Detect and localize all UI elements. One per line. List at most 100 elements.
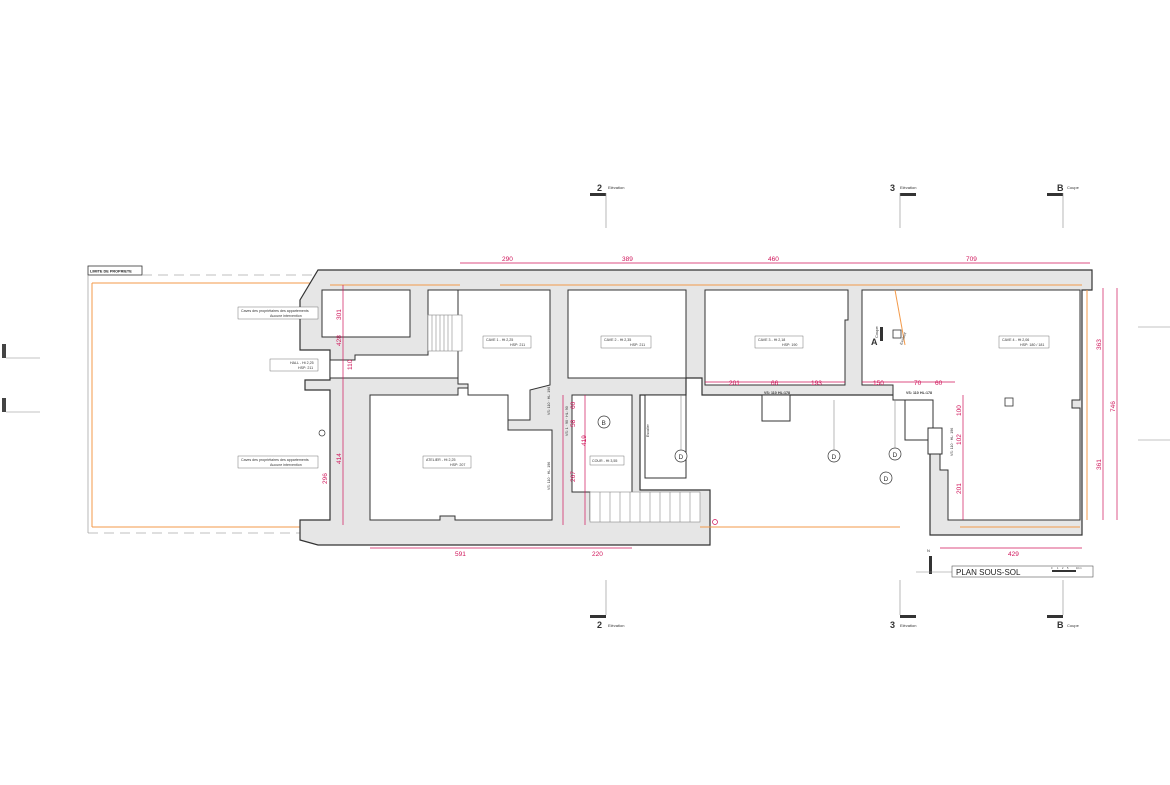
- dimension-lines: [342, 262, 1118, 549]
- hall-name: HALL - Ht 2,25: [290, 361, 314, 365]
- dim-301: 301: [336, 309, 343, 320]
- scale-2: 2: [1062, 567, 1064, 570]
- scale-5: 5: [1067, 567, 1069, 570]
- dim-220: 220: [592, 551, 603, 558]
- cave-2: [567, 289, 687, 379]
- dim-100: 100: [956, 405, 963, 416]
- atelier-name: ATELIER - Ht 2,25: [426, 458, 456, 462]
- note-top-line1: Caves des propriétaires des appartements: [241, 309, 309, 313]
- scale-0: 0: [1051, 567, 1053, 570]
- dim-110: 110: [347, 359, 354, 370]
- hall-hsp: HSP: 211: [298, 366, 313, 370]
- dim-363: 363: [1096, 339, 1103, 350]
- scale-bar: 0 1 2 5 10 m: [1051, 567, 1082, 572]
- marker-d4-label: D: [884, 476, 889, 483]
- dim-296: 296: [322, 473, 329, 484]
- marker-b: [597, 415, 611, 429]
- orange-guides: [330, 284, 1088, 528]
- niche-3: [927, 427, 943, 455]
- markers: B D D D D: [318, 395, 902, 525]
- section-b-bottom: B: [1057, 620, 1064, 630]
- section-a: A: [871, 337, 878, 347]
- marker-d1-label: D: [679, 454, 684, 461]
- cave2-hsp: HSP: 211: [630, 343, 645, 347]
- marker-b-label: B: [602, 420, 606, 427]
- dimension-texts: 290 389 460 709 591 220 429 428 301 110 …: [322, 256, 1117, 558]
- cave1-name: CAVE 1 - Ht 2,25: [486, 338, 513, 342]
- dim-201b: 201: [956, 483, 963, 494]
- atelier-hsp: HSP: 207: [450, 463, 465, 467]
- marker-d2-label: D: [832, 454, 837, 461]
- note-bottom-line2: Aucune intervention: [270, 463, 302, 467]
- section-marks: 2 Elévation 3 Elévation B Coupe 2 Elévat…: [590, 183, 1080, 630]
- dim-60b: 60: [570, 401, 577, 409]
- north-label: N: [927, 548, 930, 553]
- marker-d3-label: D: [893, 452, 898, 459]
- scale-10: 10 m: [1076, 567, 1082, 570]
- vs-hl-5: VS: 110 · HL: 196: [547, 387, 551, 415]
- vs-hl-6: VS: 110 · HL: 196: [547, 462, 551, 490]
- cave-left-top: [321, 289, 411, 338]
- note-top-line2: Aucune intervention: [270, 314, 302, 318]
- dim-429: 429: [1008, 551, 1019, 558]
- dim-66: 66: [771, 380, 779, 387]
- property-limit: LIMITE DE PROPRIETE: [87, 265, 318, 534]
- dim-150: 150: [873, 380, 884, 387]
- dim-414: 414: [336, 453, 343, 464]
- vs-hl-4: HL:178: [920, 391, 932, 395]
- small-annotations: VS: 110 HL:178 VS: 110 HL:178 VS: 110 · …: [547, 332, 954, 490]
- cave1-hsp: HSP: 211: [510, 343, 525, 347]
- section-2-top: 2: [597, 183, 602, 193]
- cave4-name: CAVE 4 - Ht 2,06: [1002, 338, 1029, 342]
- dim-193: 193: [811, 380, 822, 387]
- escalier-label: Escalier: [646, 423, 650, 437]
- existant-label: Existant: [899, 332, 907, 345]
- atelier: [369, 387, 553, 521]
- section-3-top-sub: Elévation: [900, 185, 916, 190]
- dim-201a: 201: [729, 380, 740, 387]
- section-2-bottom: 2: [597, 620, 602, 630]
- escalier-room: [644, 394, 687, 479]
- scale-1: 1: [1057, 567, 1059, 570]
- section-3-top: 3: [890, 183, 895, 193]
- plan-title: PLAN SOUS-SOL: [956, 568, 1021, 577]
- dim-102: 102: [956, 434, 963, 445]
- stairs: [427, 314, 701, 523]
- dim-709: 709: [966, 256, 977, 263]
- section-2-bottom-sub: Elévation: [608, 623, 624, 628]
- section-a-sub: Coupe: [874, 325, 879, 338]
- property-limit-label: LIMITE DE PROPRIETE: [90, 270, 132, 274]
- cave2-name: CAVE 2 - Ht 2,35: [604, 338, 631, 342]
- cour-name: COUR - Ht 3,55: [592, 459, 617, 463]
- niche-1: [761, 394, 791, 422]
- dim-361: 361: [1096, 459, 1103, 470]
- section-b-top-sub: Coupe: [1067, 185, 1080, 190]
- dim-70: 70: [914, 380, 922, 387]
- dim-60a: 60: [935, 380, 943, 387]
- cave3-hsp: HSP: 190: [782, 343, 797, 347]
- dim-419: 419: [581, 435, 588, 446]
- dim-267: 267: [570, 471, 577, 482]
- dim-746: 746: [1110, 401, 1117, 412]
- dim-290: 290: [502, 256, 513, 263]
- section-2-top-sub: Elévation: [608, 185, 624, 190]
- room-labels: CAVE 1 - Ht 2,25 HSP: 211 CAVE 2 - Ht 2,…: [237, 306, 1050, 469]
- vs-hl-7: VS: 1 · 90 · HL: 90: [565, 406, 569, 436]
- north-arrow: [929, 556, 932, 574]
- vs-hl-1: VS: 110: [764, 391, 777, 395]
- note-bottom-line1: Caves des propriétaires des appartements: [241, 458, 309, 462]
- vs-hl-3: VS: 110: [906, 391, 919, 395]
- section-3-bottom-sub: Elévation: [900, 623, 916, 628]
- left-margin-marks: [2, 326, 1170, 441]
- marker-d4: [879, 471, 893, 485]
- dim-389: 389: [622, 256, 633, 263]
- dim-428: 428: [336, 335, 343, 346]
- section-b-top: B: [1057, 183, 1064, 193]
- dim-58: 58: [570, 419, 577, 427]
- vs-hl-8: VS: 110 · HL: 196: [950, 428, 954, 456]
- title-block: N PLAN SOUS-SOL 0 1 2 5 10 m: [916, 548, 1094, 578]
- cave3-name: CAVE 3 - Ht 2,18: [758, 338, 785, 342]
- vs-hl-2: HL:178: [778, 391, 790, 395]
- dim-460: 460: [768, 256, 779, 263]
